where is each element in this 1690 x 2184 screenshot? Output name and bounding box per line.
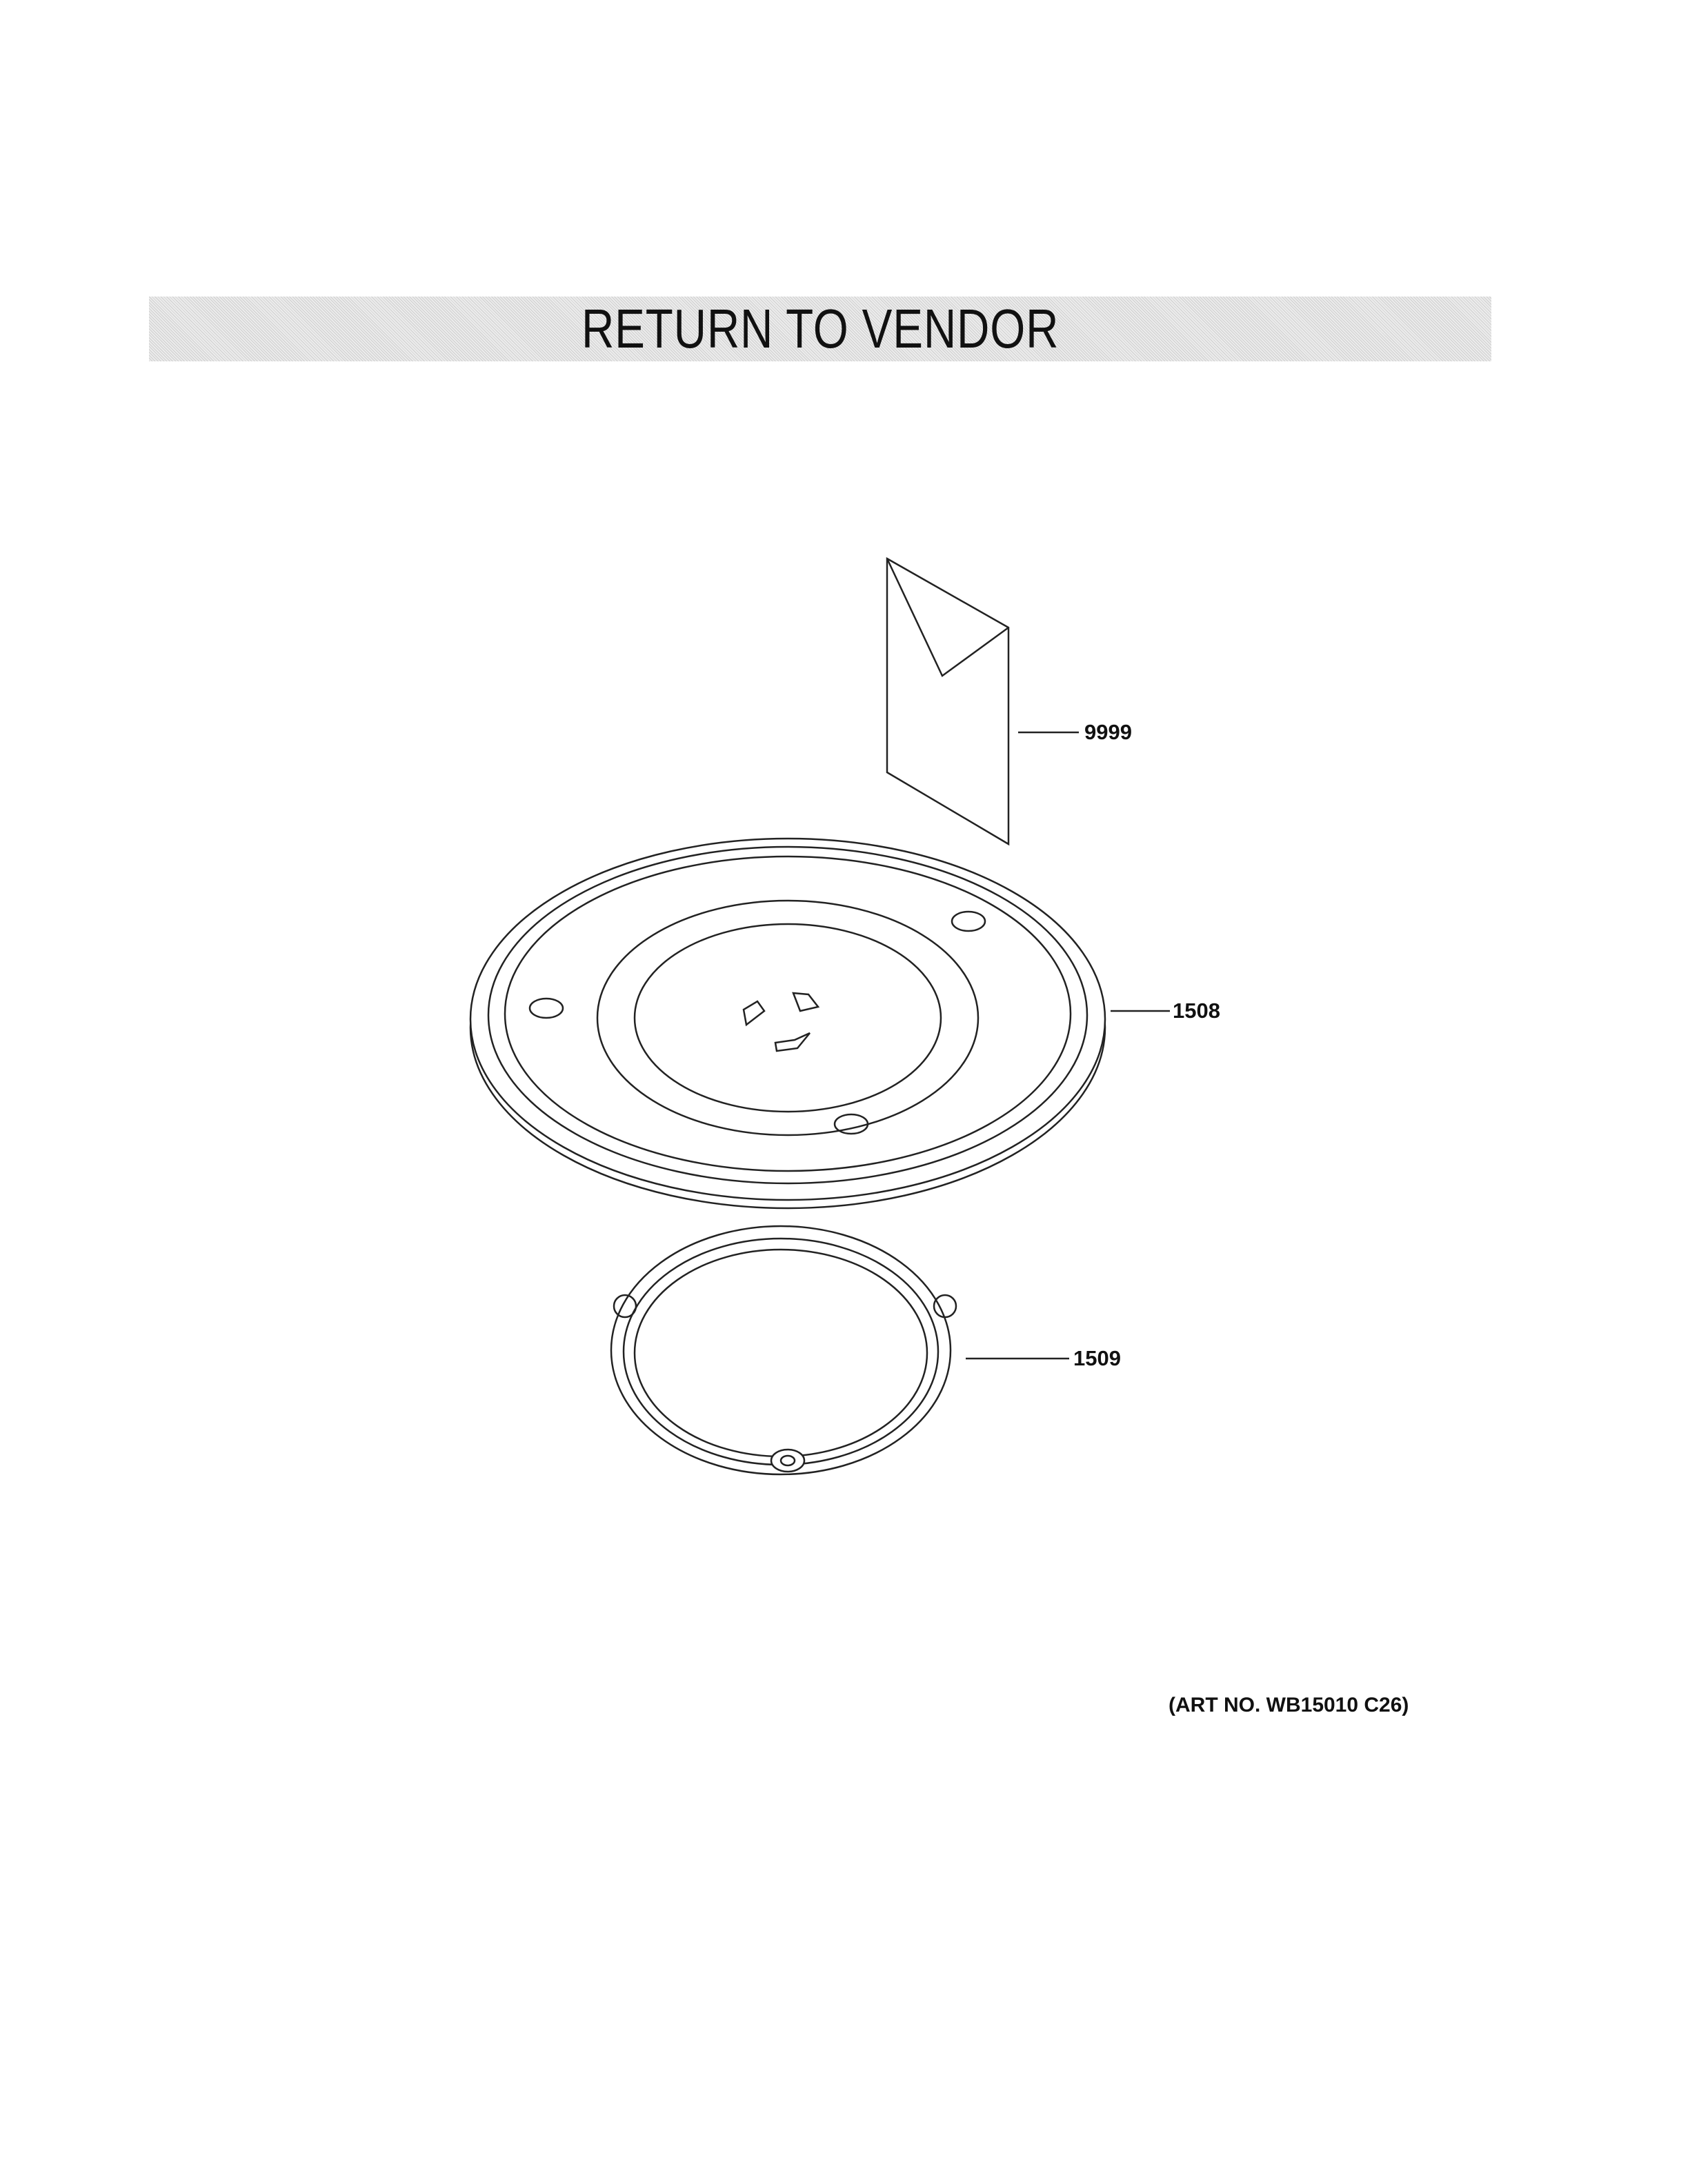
turntable-tray-part	[469, 837, 1106, 1210]
return-to-vendor-banner: RETURN TO VENDOR	[149, 297, 1491, 361]
callout-1509: 1509	[1073, 1346, 1121, 1370]
callout-1508: 1508	[1173, 999, 1220, 1023]
envelope-part	[886, 557, 1010, 846]
callout-9999: 9999	[1084, 720, 1132, 744]
banner-title: RETURN TO VENDOR	[581, 298, 1060, 359]
roller-ring-part	[610, 1225, 957, 1476]
art-number: (ART NO. WB15010 C26)	[1169, 1694, 1409, 1716]
